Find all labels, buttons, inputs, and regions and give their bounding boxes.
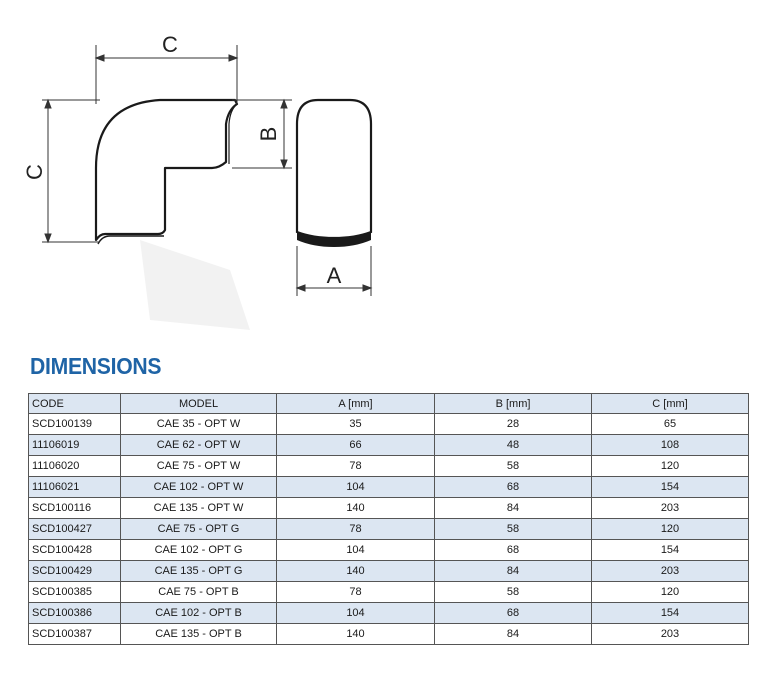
cell-c: 120: [591, 518, 749, 540]
cell-a: 140: [276, 623, 435, 645]
cell-model: CAE 102 - OPT B: [120, 602, 277, 624]
cell-model: CAE 135 - OPT B: [120, 623, 277, 645]
cell-a: 140: [276, 560, 435, 582]
cell-b: 48: [434, 434, 592, 456]
cell-c: 154: [591, 539, 749, 561]
header-b: B [mm]: [434, 393, 592, 414]
cell-a: 78: [276, 455, 435, 477]
cell-c: 203: [591, 623, 749, 645]
cell-c: 203: [591, 560, 749, 582]
cell-c: 120: [591, 455, 749, 477]
cell-a: 66: [276, 434, 435, 456]
cell-a: 104: [276, 476, 435, 498]
cell-a: 35: [276, 413, 435, 435]
cell-code: SCD100429: [28, 560, 121, 582]
cell-a: 78: [276, 518, 435, 540]
cell-a: 104: [276, 539, 435, 561]
end-cap-profile: [295, 98, 373, 247]
cell-c: 120: [591, 581, 749, 603]
table-header-row: CODE MODEL A [mm] B [mm] C [mm]: [28, 393, 749, 414]
cell-model: CAE 135 - OPT W: [120, 497, 277, 519]
cell-b: 84: [434, 497, 592, 519]
dim-label-c-left: C: [22, 164, 47, 180]
watermark: [140, 240, 250, 330]
cell-c: 203: [591, 497, 749, 519]
cell-b: 68: [434, 539, 592, 561]
cell-b: 58: [434, 581, 592, 603]
header-c: C [mm]: [591, 393, 749, 414]
cell-b: 58: [434, 455, 592, 477]
cell-code: 11106021: [28, 476, 121, 498]
cell-model: CAE 75 - OPT B: [120, 581, 277, 603]
cell-code: 11106019: [28, 434, 121, 456]
cell-model: CAE 75 - OPT W: [120, 455, 277, 477]
cell-model: CAE 102 - OPT W: [120, 476, 277, 498]
cell-b: 58: [434, 518, 592, 540]
cell-c: 154: [591, 476, 749, 498]
cell-b: 84: [434, 560, 592, 582]
cell-model: CAE 135 - OPT G: [120, 560, 277, 582]
cell-c: 108: [591, 434, 749, 456]
cell-code: SCD100385: [28, 581, 121, 603]
cell-code: SCD100386: [28, 602, 121, 624]
cell-code: SCD100387: [28, 623, 121, 645]
cell-a: 140: [276, 497, 435, 519]
cell-model: CAE 35 - OPT W: [120, 413, 277, 435]
cell-c: 65: [591, 413, 749, 435]
dimensions-table: CODE MODEL A [mm] B [mm] C [mm] SCD10013…: [28, 393, 749, 645]
dimension-lines: [42, 45, 373, 296]
cell-model: CAE 102 - OPT G: [120, 539, 277, 561]
cell-b: 84: [434, 623, 592, 645]
dim-label-b: B: [256, 127, 281, 142]
cell-b: 28: [434, 413, 592, 435]
cell-c: 154: [591, 602, 749, 624]
cell-model: CAE 75 - OPT G: [120, 518, 277, 540]
cell-code: SCD100116: [28, 497, 121, 519]
cell-b: 68: [434, 476, 592, 498]
cell-model: CAE 62 - OPT W: [120, 434, 277, 456]
header-a: A [mm]: [276, 393, 435, 414]
technical-drawing: C C B A: [22, 32, 373, 330]
cell-code: SCD100428: [28, 539, 121, 561]
cell-code: SCD100139: [28, 413, 121, 435]
cell-code: SCD100427: [28, 518, 121, 540]
header-code: CODE: [28, 393, 121, 414]
cell-code: 11106020: [28, 455, 121, 477]
cell-a: 104: [276, 602, 435, 624]
dim-label-c-top: C: [162, 32, 178, 57]
cell-a: 78: [276, 581, 435, 603]
elbow-profile: [94, 98, 239, 245]
header-model: MODEL: [120, 393, 277, 414]
section-heading: DIMENSIONS: [30, 353, 162, 379]
cell-b: 68: [434, 602, 592, 624]
dim-label-a: A: [327, 263, 342, 288]
